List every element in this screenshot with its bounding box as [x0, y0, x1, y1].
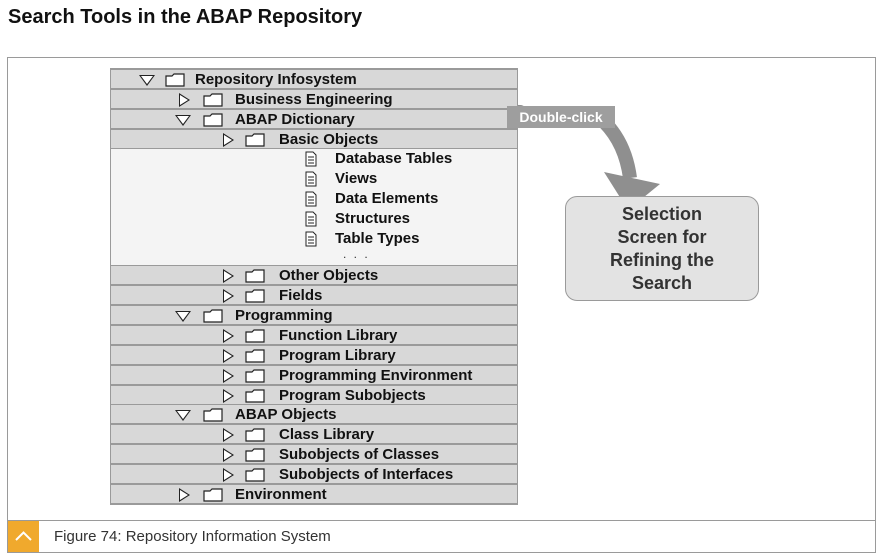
tree-node-subobjects-of-classes[interactable]: Subobjects of Classes: [111, 444, 517, 464]
figure-caption: Figure 74: Repository Information System: [54, 528, 331, 545]
expand-icon[interactable]: [223, 329, 234, 343]
expand-icon[interactable]: [223, 468, 234, 482]
folder-icon: [203, 408, 223, 422]
tree-node-programming-environment[interactable]: Programming Environment: [111, 365, 517, 385]
collapse-icon[interactable]: [139, 75, 155, 86]
collapse-icon[interactable]: [175, 311, 191, 322]
folder-icon: [245, 448, 265, 462]
tree-node-label: Structures: [335, 210, 411, 227]
expand-icon[interactable]: [223, 349, 234, 363]
folder-icon: [245, 133, 265, 147]
tree-node-label: Class Library: [279, 426, 375, 443]
tree-node-program-library[interactable]: Program Library: [111, 345, 517, 365]
expand-icon[interactable]: [179, 93, 190, 107]
tree-node-label: Program Subobjects: [279, 387, 426, 404]
tree-node-programming[interactable]: Programming: [111, 305, 517, 325]
expand-icon[interactable]: [223, 448, 234, 462]
tree-node-label: Fields: [279, 287, 323, 304]
tree-node-program-subobjects[interactable]: Program Subobjects: [111, 385, 517, 405]
tree-leaf-structures[interactable]: Structures: [111, 209, 517, 229]
document-icon: [305, 151, 317, 167]
expand-icon[interactable]: [223, 289, 234, 303]
folder-icon: [245, 349, 265, 363]
tree-node-label: Business Engineering: [235, 91, 393, 108]
tree-node-abap-objects[interactable]: ABAP Objects: [111, 404, 517, 424]
tree-node-label: Programming: [235, 307, 333, 324]
tree-node-label: Program Library: [279, 347, 396, 364]
page-title: Search Tools in the ABAP Repository: [8, 6, 363, 28]
collapse-icon[interactable]: [175, 115, 191, 126]
tree-node-other-objects[interactable]: Other Objects: [111, 265, 517, 285]
tree-node-abap-dictionary[interactable]: ABAP Dictionary: [111, 109, 517, 129]
folder-icon: [203, 309, 223, 323]
folder-icon: [245, 428, 265, 442]
caption-bar: Figure 74: Repository Information System: [7, 520, 876, 553]
folder-icon: [245, 329, 265, 343]
folder-icon: [203, 488, 223, 502]
document-icon: [305, 191, 317, 207]
tree-node-function-library[interactable]: Function Library: [111, 325, 517, 345]
tree-node-root[interactable]: Repository Infosystem: [111, 69, 517, 89]
tree-node-environment[interactable]: Environment: [111, 484, 517, 504]
expand-icon[interactable]: [223, 133, 234, 147]
folder-icon: [245, 389, 265, 403]
tree-node-label: Programming Environment: [279, 367, 473, 384]
tree-node-class-library[interactable]: Class Library: [111, 424, 517, 444]
document-icon: [305, 171, 317, 187]
folder-icon: [245, 468, 265, 482]
tree-leaf-views[interactable]: Views: [111, 169, 517, 189]
tree-node-business-engineering[interactable]: Business Engineering: [111, 89, 517, 109]
selection-screen-box: Selection Screen for Refining the Search: [565, 196, 759, 301]
tree-node-label: Subobjects of Classes: [279, 446, 440, 463]
selection-screen-text: Selection Screen for Refining the Search: [610, 203, 714, 293]
tree-leaf-data-elements[interactable]: Data Elements: [111, 189, 517, 209]
tree-leaf-table-types[interactable]: Table Types: [111, 229, 517, 249]
tree-node-basic-objects[interactable]: Basic Objects: [111, 129, 517, 149]
tree-node-label: Basic Objects: [279, 131, 379, 148]
folder-icon: [245, 369, 265, 383]
expand-icon[interactable]: [223, 269, 234, 283]
tree-node-label: ABAP Objects: [235, 406, 337, 423]
tree-node-label: Subobjects of Interfaces: [279, 466, 454, 483]
tree-node-label: Table Types: [335, 230, 420, 247]
tree-node-label: Function Library: [279, 327, 398, 344]
collapse-icon[interactable]: [175, 410, 191, 421]
expand-icon[interactable]: [223, 389, 234, 403]
folder-icon: [245, 289, 265, 303]
ellipsis: . . .: [343, 247, 370, 261]
tree-node-label: Other Objects: [279, 267, 379, 284]
tree-node-label: ABAP Dictionary: [235, 111, 355, 128]
tree-node-label: Repository Infosystem: [195, 71, 357, 88]
tree-leaf-database-tables[interactable]: Database Tables: [111, 149, 517, 169]
expand-icon[interactable]: [223, 369, 234, 383]
tree-node-subobjects-of-interfaces[interactable]: Subobjects of Interfaces: [111, 464, 517, 484]
repository-tree: Repository Infosystem Business Engineeri…: [110, 68, 518, 505]
expand-icon[interactable]: [179, 488, 190, 502]
folder-icon: [203, 93, 223, 107]
folder-icon: [165, 73, 185, 87]
tree-node-fields[interactable]: Fields: [111, 285, 517, 305]
folder-icon: [203, 113, 223, 127]
double-click-callout: Double-click: [507, 106, 615, 128]
chevron-up-icon[interactable]: [8, 521, 39, 552]
expand-icon[interactable]: [223, 428, 234, 442]
tree-node-label: Environment: [235, 486, 327, 503]
tree-node-label: Data Elements: [335, 190, 439, 207]
tree-node-label: Database Tables: [335, 150, 453, 167]
tree-node-label: Views: [335, 170, 378, 187]
folder-icon: [245, 269, 265, 283]
document-icon: [305, 231, 317, 247]
document-icon: [305, 211, 317, 227]
